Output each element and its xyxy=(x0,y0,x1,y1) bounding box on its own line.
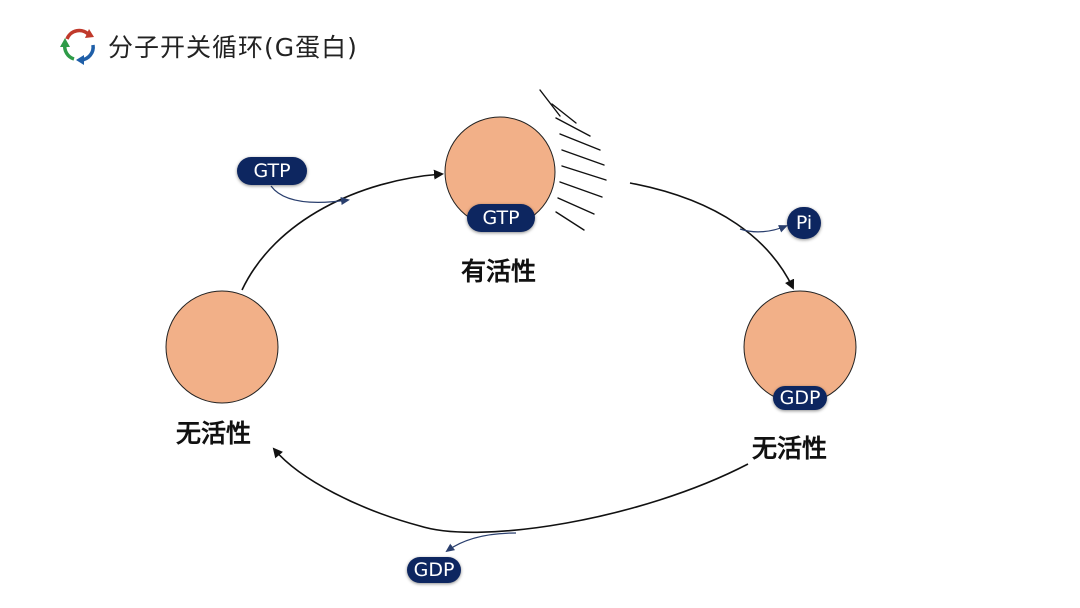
gtp-incoming-pill: GTP xyxy=(237,157,307,185)
header: 分子开关循环(G蛋白) xyxy=(58,26,358,66)
cycle-arrows-icon xyxy=(60,28,95,65)
gdp-bound-pill: GDP xyxy=(773,386,827,410)
arrow-gdp-out xyxy=(445,532,517,553)
activity-rays xyxy=(539,89,607,231)
label-inactive-empty: 无活性 xyxy=(176,419,252,448)
label-active: 有活性 xyxy=(461,257,537,286)
gdp-released-pill: GDP xyxy=(407,557,461,583)
arrow-pi-out xyxy=(739,225,788,233)
protein-inactive-empty xyxy=(165,290,279,404)
gtp-bound-pill: GTP xyxy=(467,204,535,232)
arrow-hydrolysis xyxy=(629,182,795,290)
pi-released-pill: Pi xyxy=(787,207,821,239)
arrow-activation xyxy=(241,169,444,291)
arrow-reset xyxy=(272,447,749,534)
page-title: 分子开关循环(G蛋白) xyxy=(108,33,358,62)
label-inactive-gdp: 无活性 xyxy=(752,434,828,463)
arrow-gtp-in xyxy=(270,185,350,205)
